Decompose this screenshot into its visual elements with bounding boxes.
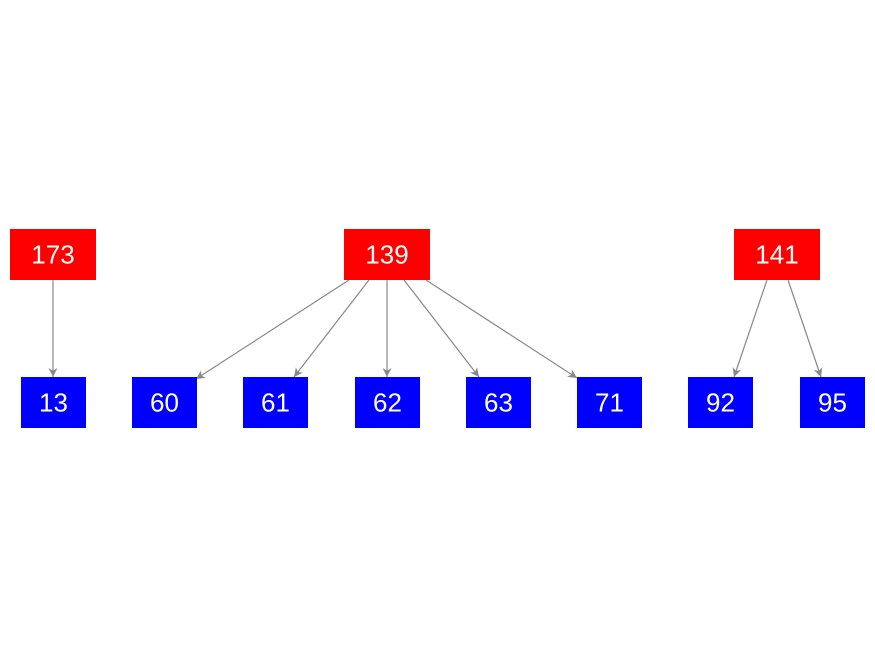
child-node-box [355, 377, 420, 428]
child-node-label: 62 [373, 388, 402, 418]
parent-node-box [734, 229, 820, 280]
child-node-label: 60 [150, 388, 179, 418]
edge-139-to-71 [425, 279, 578, 379]
child-node-92: 92 [688, 377, 753, 428]
edge-139-to-61 [293, 279, 370, 378]
child-node-62: 62 [355, 377, 420, 428]
parent-node-box [344, 229, 430, 280]
parent-node-141: 141 [734, 229, 820, 280]
parent-node-box [10, 229, 96, 280]
child-node-13: 13 [21, 377, 86, 428]
edges-layer [48, 279, 823, 380]
child-node-box [577, 377, 642, 428]
parent-node-139: 139 [344, 229, 430, 280]
child-node-label: 61 [261, 388, 290, 418]
nodes-layer: 173 139 141 13 60 61 62 63 71 92 95 [10, 229, 865, 428]
child-node-box [243, 377, 308, 428]
edge-141-to-92 [732, 279, 768, 378]
parent-node-label: 173 [31, 240, 74, 270]
edge-139-to-60 [195, 279, 350, 380]
child-node-63: 63 [466, 377, 531, 428]
child-node-71: 71 [577, 377, 642, 428]
parent-node-label: 141 [755, 240, 798, 270]
child-node-label: 92 [706, 388, 735, 418]
edge-139-to-63 [403, 279, 480, 378]
child-node-label: 71 [595, 388, 624, 418]
child-node-label: 95 [818, 388, 847, 418]
child-node-box [466, 377, 531, 428]
parent-node-173: 173 [10, 229, 96, 280]
child-node-box [800, 377, 865, 428]
child-node-61: 61 [243, 377, 308, 428]
child-node-label: 13 [39, 388, 68, 418]
parent-node-label: 139 [365, 240, 408, 270]
edge-141-to-95 [787, 279, 823, 378]
child-node-box [132, 377, 197, 428]
child-node-95: 95 [800, 377, 865, 428]
child-node-60: 60 [132, 377, 197, 428]
child-node-label: 63 [484, 388, 513, 418]
child-node-box [688, 377, 753, 428]
child-node-box [21, 377, 86, 428]
